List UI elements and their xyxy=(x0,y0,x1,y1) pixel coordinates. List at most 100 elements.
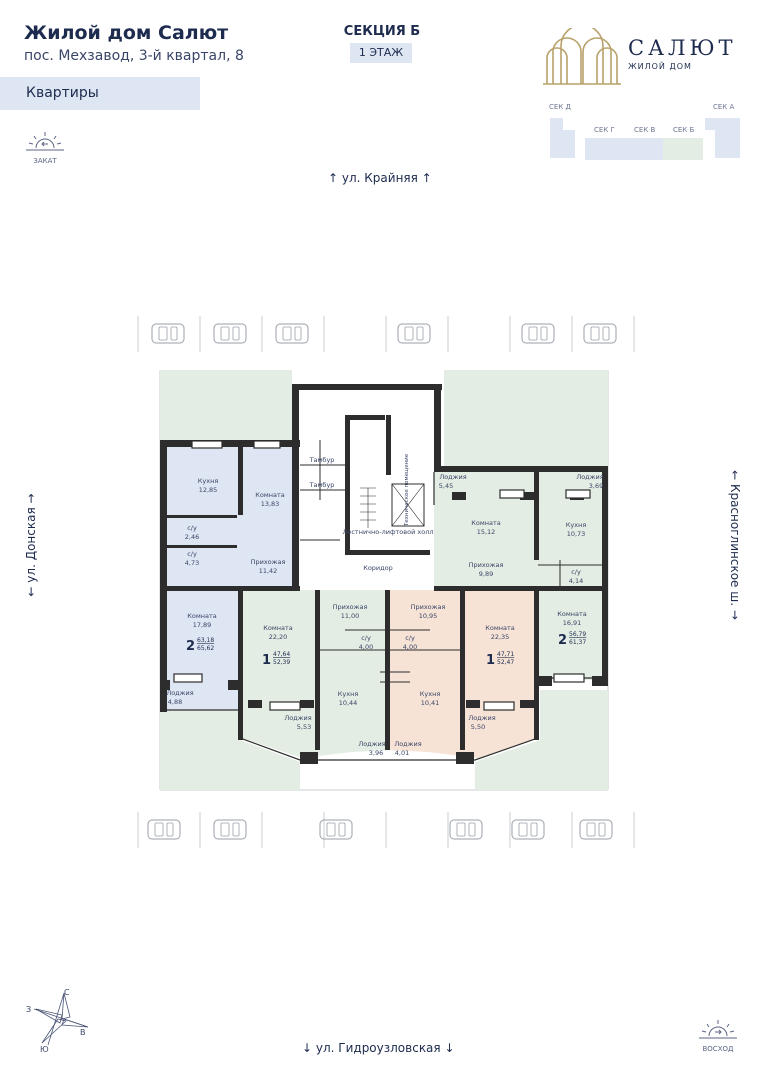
room-area: 4,01 xyxy=(395,749,409,757)
parking-car-icon xyxy=(213,323,247,344)
room-label: Комната xyxy=(263,624,293,632)
room-label: Лоджия xyxy=(576,473,603,481)
room-label: с/у xyxy=(187,550,197,558)
room-area: 4,88 xyxy=(168,698,182,706)
room-label: Лоджия xyxy=(166,689,193,697)
sunrise-label: ВОСХОД xyxy=(702,1045,734,1053)
section-minimap[interactable] xyxy=(545,110,745,165)
room-area: 5,45 xyxy=(439,482,453,490)
svg-text:47,64: 47,64 xyxy=(273,651,290,658)
page-title: Жилой дом Салют xyxy=(24,22,229,44)
compass-n: С xyxy=(64,988,70,997)
compass-s: Ю xyxy=(40,1045,49,1054)
room-area: 12,85 xyxy=(199,486,218,494)
room-label: Коридор xyxy=(363,564,393,572)
street-bottom: ↓ ул. Гидроузловская ↓ xyxy=(302,1041,455,1055)
room-area: 4,14 xyxy=(569,577,583,585)
minimap-label: СЕК Д xyxy=(549,103,571,111)
room-area: 16,91 xyxy=(563,619,582,627)
apartment-badge-a[interactable]: 2 63,18 65,62 xyxy=(186,637,214,654)
parking-car-icon xyxy=(579,819,613,840)
address: пос. Мехзавод, 3-й квартал, 8 xyxy=(24,48,244,64)
logo-subtitle: ЖИЛОЙ ДОМ xyxy=(628,62,692,71)
room-label: Комната xyxy=(557,610,587,618)
svg-text:2: 2 xyxy=(186,639,195,654)
sunrise-icon xyxy=(699,1020,737,1039)
room-area: 10,41 xyxy=(421,699,440,707)
svg-text:52,39: 52,39 xyxy=(273,659,290,666)
room-label: Комната xyxy=(485,624,515,632)
room-area: 10,44 xyxy=(339,699,358,707)
svg-text:56,79: 56,79 xyxy=(569,631,586,638)
room-area: 4,73 xyxy=(185,559,199,567)
parking-car-icon xyxy=(147,819,181,840)
room-label: Лоджия xyxy=(284,714,311,722)
compass-icon: С Ю З В xyxy=(26,988,89,1054)
compass-e: В xyxy=(80,1028,86,1037)
room-label: Техническое помещение xyxy=(404,453,410,527)
room-area: 2,46 xyxy=(185,533,199,541)
room-area: 11,00 xyxy=(341,612,360,620)
room-area: 15,12 xyxy=(477,528,496,536)
parking-car-icon xyxy=(151,323,185,344)
room-area: 3,69 xyxy=(589,482,603,490)
room-label: Лоджия xyxy=(468,714,495,722)
parking-car-icon xyxy=(275,323,309,344)
parking-car-icon xyxy=(319,819,353,840)
svg-text:1: 1 xyxy=(262,653,271,668)
room-label: Лестнично-лифтовой холл xyxy=(342,528,433,536)
room-label: Лоджия xyxy=(358,740,385,748)
room-area: 13,83 xyxy=(261,500,280,508)
apartment-badge-c[interactable]: 1 47,64 52,39 xyxy=(262,651,290,668)
room-area: 17,89 xyxy=(193,621,212,629)
room-area: 4,00 xyxy=(359,643,373,651)
room-area: 5,53 xyxy=(297,723,311,731)
street-top: ↑ ул. Крайняя ↑ xyxy=(328,171,432,185)
room-area: 5,50 xyxy=(471,723,485,731)
svg-text:2: 2 xyxy=(558,633,567,648)
room-label: Прихожая xyxy=(469,561,504,569)
svg-text:52,47: 52,47 xyxy=(497,659,514,666)
room-area: 22,35 xyxy=(491,633,510,641)
apartment-badge-b[interactable]: 2 56,79 61,37 xyxy=(558,631,586,648)
sunset-icon xyxy=(26,132,64,151)
room-area: 11,42 xyxy=(259,567,278,575)
svg-text:65,62: 65,62 xyxy=(197,645,214,652)
minimap-label: СЕК Г xyxy=(594,126,615,134)
room-label: Прихожая xyxy=(251,558,286,566)
room-label: Кухня xyxy=(198,477,219,485)
sunset-label: ЗАКАТ xyxy=(33,157,57,165)
section-title: СЕКЦИЯ Б xyxy=(343,24,421,39)
room-label: с/у xyxy=(571,568,581,576)
parking-car-icon xyxy=(213,819,247,840)
room-label: Комната xyxy=(471,519,501,527)
parking-car-icon xyxy=(397,323,431,344)
room-area: 10,73 xyxy=(567,530,586,538)
room-area: 4,00 xyxy=(403,643,417,651)
room-label: Прихожая xyxy=(411,603,446,611)
svg-text:47,71: 47,71 xyxy=(497,651,514,658)
room-area: 9,89 xyxy=(479,570,493,578)
apartment-badge-d[interactable]: 1 47,71 52,47 xyxy=(486,651,514,668)
compass-w: З xyxy=(26,1005,31,1014)
floor-badge[interactable]: 1 ЭТАЖ xyxy=(350,43,412,63)
room-label: Прихожая xyxy=(333,603,368,611)
room-area: 3,96 xyxy=(369,749,383,757)
room-label: Комната xyxy=(255,491,285,499)
apartment-a[interactable] xyxy=(165,447,299,710)
svg-text:1: 1 xyxy=(486,653,495,668)
minimap-section-b[interactable] xyxy=(663,138,703,160)
room-label: с/у xyxy=(187,524,197,532)
room-label: Комната xyxy=(187,612,217,620)
parking-car-icon xyxy=(511,819,545,840)
minimap-label: СЕК А xyxy=(713,103,735,111)
minimap-label: СЕК В xyxy=(634,126,656,134)
parking-car-icon xyxy=(521,323,555,344)
svg-text:63,18: 63,18 xyxy=(197,637,214,644)
room-label: Кухня xyxy=(566,521,587,529)
room-label: Кухня xyxy=(420,690,441,698)
room-area: 10,95 xyxy=(419,612,438,620)
room-area: 22,20 xyxy=(269,633,288,641)
tab-apartments[interactable]: Квартиры xyxy=(0,77,200,110)
